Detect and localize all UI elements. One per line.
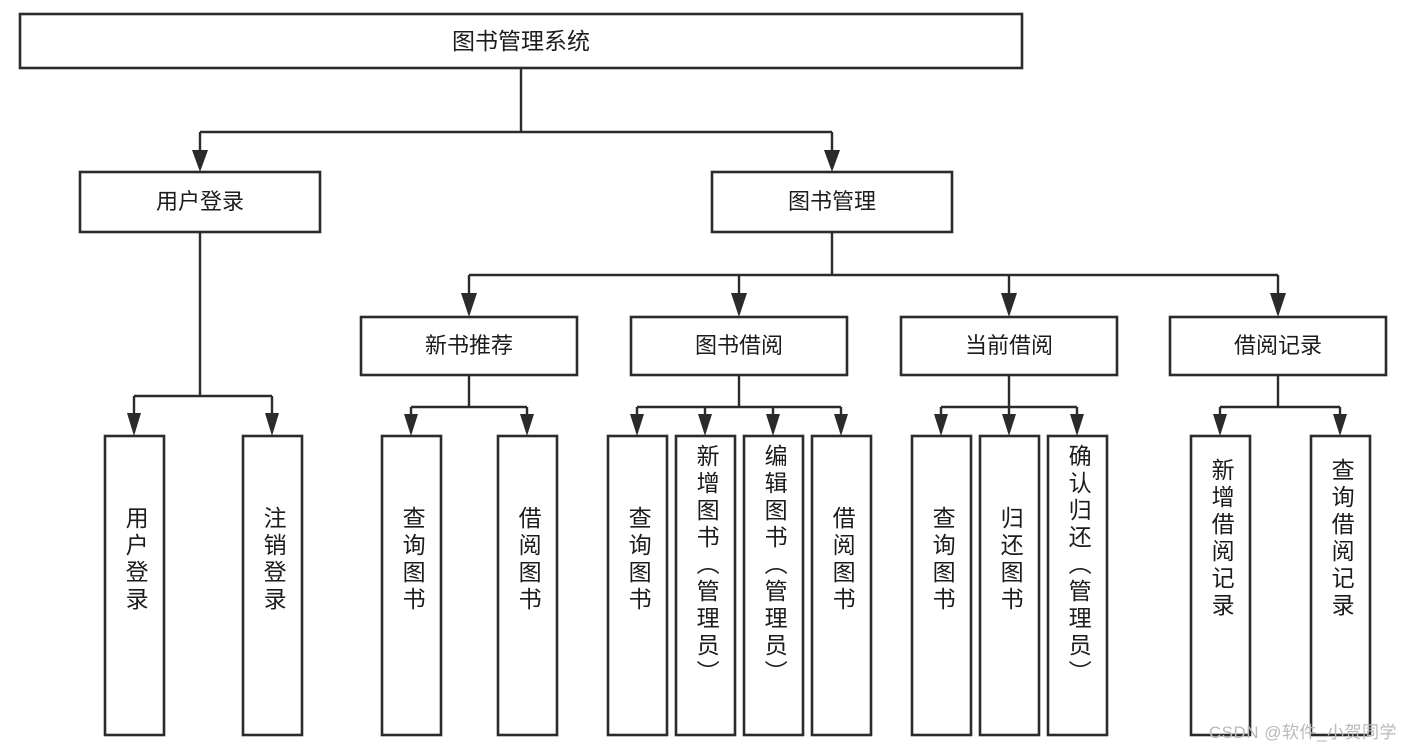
leaf-box-borrow-4[interactable] <box>810 434 873 737</box>
node-current-borrow[interactable]: 当前借阅 <box>899 315 1119 377</box>
node-book-management-label: 图书管理 <box>788 189 876 214</box>
leaf-box-borrow-2[interactable] <box>674 434 737 737</box>
leaf-box-group <box>103 434 1372 737</box>
node-current-borrow-label: 当前借阅 <box>965 333 1053 358</box>
leaf-box-record-1[interactable] <box>1189 434 1252 737</box>
leaf-box-borrow-3[interactable] <box>742 434 805 737</box>
node-book-management[interactable]: 图书管理 <box>710 170 954 234</box>
leaf-box-user-login-2[interactable] <box>241 434 304 737</box>
arrow-book-l2-3 <box>1001 293 1017 317</box>
node-borrow-record-label: 借阅记录 <box>1234 333 1322 358</box>
node-book-borrow[interactable]: 图书借阅 <box>629 315 849 377</box>
node-new-book-recommend-label: 新书推荐 <box>425 333 513 358</box>
arrow-borrow-leaf-4 <box>834 414 848 436</box>
node-current-borrow-box[interactable] <box>899 315 1119 377</box>
node-user-login-box[interactable] <box>78 170 322 234</box>
leaf-box-recommend-2[interactable] <box>496 434 559 737</box>
arrow-current-leaf-3 <box>1070 414 1084 436</box>
node-borrow-record[interactable]: 借阅记录 <box>1168 315 1388 377</box>
arrow-current-leaf-1 <box>934 414 948 436</box>
leaf-box-borrow-1[interactable] <box>606 434 669 737</box>
node-book-borrow-box[interactable] <box>629 315 849 377</box>
arrow-record-leaf-2 <box>1333 414 1347 436</box>
arrow-rec-leaf-1 <box>404 414 418 436</box>
leaf-box-user-login-1[interactable] <box>103 434 166 737</box>
leaf-box-record-2[interactable] <box>1309 434 1372 737</box>
node-user-login[interactable]: 用户登录 <box>78 170 322 234</box>
arrow-root-to-user <box>192 150 208 172</box>
node-user-login-label: 用户登录 <box>156 189 244 214</box>
leaf-box-current-3[interactable] <box>1046 434 1109 737</box>
arrow-borrow-leaf-2 <box>698 414 712 436</box>
arrow-record-leaf-1 <box>1213 414 1227 436</box>
leaf-box-recommend-1[interactable] <box>380 434 443 737</box>
watermark-text: CSDN @软件_小贺同学 <box>1208 723 1397 742</box>
node-root-label: 图书管理系统 <box>452 28 590 54</box>
node-book-borrow-label: 图书借阅 <box>695 333 783 358</box>
arrow-book-l2-2 <box>731 293 747 317</box>
arrow-user-leaf-1 <box>127 413 141 436</box>
arrow-borrow-leaf-1 <box>630 414 644 436</box>
node-borrow-record-box[interactable] <box>1168 315 1388 377</box>
leaf-box-current-1[interactable] <box>910 434 973 737</box>
arrow-user-leaf-2 <box>265 413 279 436</box>
node-new-book-recommend[interactable]: 新书推荐 <box>359 315 579 377</box>
arrow-rec-leaf-2 <box>520 414 534 436</box>
arrow-borrow-leaf-3 <box>766 414 780 436</box>
node-book-management-box[interactable] <box>710 170 954 234</box>
node-new-book-recommend-box[interactable] <box>359 315 579 377</box>
arrow-root-to-book <box>824 150 840 172</box>
node-root-box[interactable] <box>18 12 1024 70</box>
arrow-book-l2-1 <box>461 293 477 317</box>
arrow-book-l2-4 <box>1270 293 1286 317</box>
arrow-current-leaf-2 <box>1002 414 1016 436</box>
leaf-box-current-2[interactable] <box>978 434 1041 737</box>
connector-group <box>127 68 1347 436</box>
node-root[interactable]: 图书管理系统 <box>18 12 1024 70</box>
